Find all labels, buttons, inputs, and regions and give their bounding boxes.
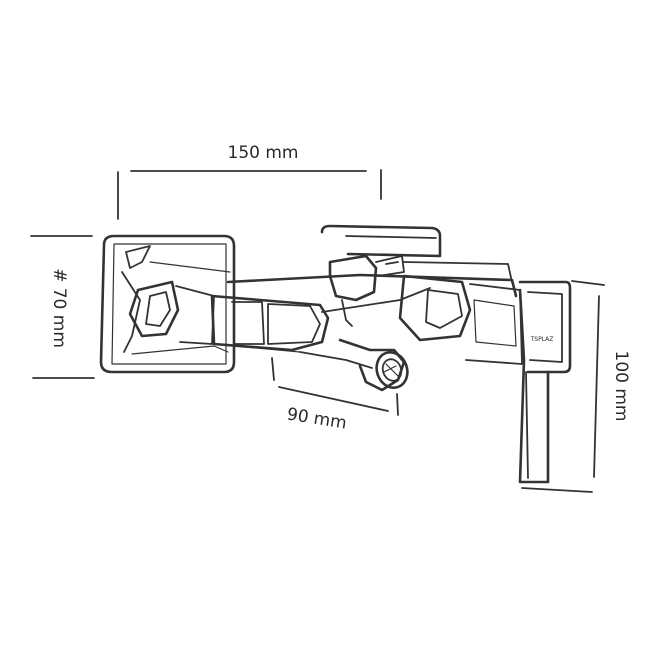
extension-line-lever-bottom — [521, 487, 593, 493]
dimension-depth: 90 mm — [271, 357, 399, 434]
left-wall-flange — [99, 234, 236, 374]
extension-line-lever-top — [571, 280, 605, 286]
dimension-lever: 100 mm — [521, 280, 631, 493]
lever-label: 100 mm — [611, 351, 631, 422]
brand-mark: TSPLAZ — [530, 336, 554, 343]
extension-line-depth-left — [271, 357, 275, 381]
depth-label: 90 mm — [286, 404, 349, 433]
dim-line-depth — [278, 386, 389, 412]
dimension-width: 150 mm — [117, 143, 382, 220]
faucet-sketch: TSPLAZ — [99, 224, 572, 484]
dim-line-lever — [593, 295, 600, 478]
spout-aerator — [338, 338, 409, 392]
width-label: 150 mm — [228, 143, 299, 163]
mixer-body — [210, 273, 518, 369]
height-label: # 70 mm — [49, 268, 69, 348]
dimension-height: # 70 mm — [30, 235, 95, 379]
diverter-knob — [320, 224, 442, 327]
right-flange-lever: TSPLAZ — [518, 280, 572, 484]
left-connector — [128, 280, 215, 345]
extension-line-depth-right — [396, 393, 399, 416]
